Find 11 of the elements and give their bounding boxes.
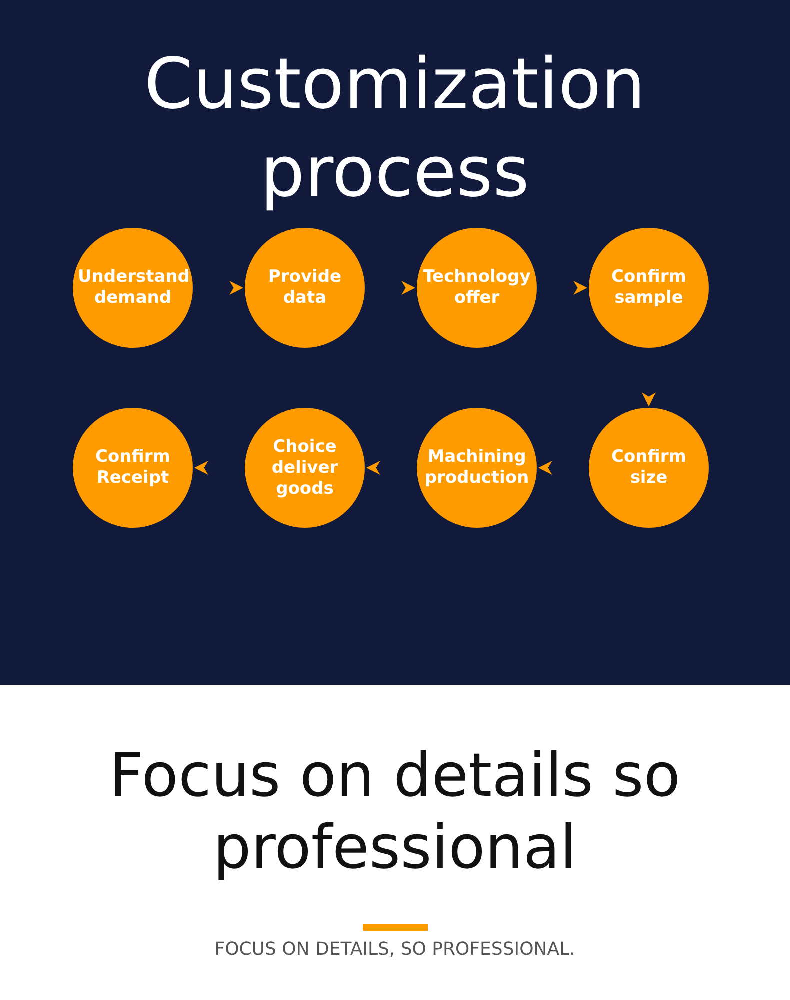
heading: Focus on details so professional [108, 740, 682, 884]
step-label: Provide data [267, 267, 343, 309]
step-label: Understand demand [78, 267, 188, 309]
subheading: FOCUS ON DETAILS, SO PROFESSIONAL. [214, 938, 576, 962]
step-label: Choice deliver goods [270, 436, 340, 500]
step-label: Confirm size [610, 447, 688, 489]
step-label: Technology offer [422, 267, 532, 309]
step-label: Machining production [424, 447, 530, 489]
step-label: Confirm Receipt [94, 447, 172, 489]
step-label: Confirm sample [610, 267, 688, 309]
title: Customization process [143, 42, 647, 215]
